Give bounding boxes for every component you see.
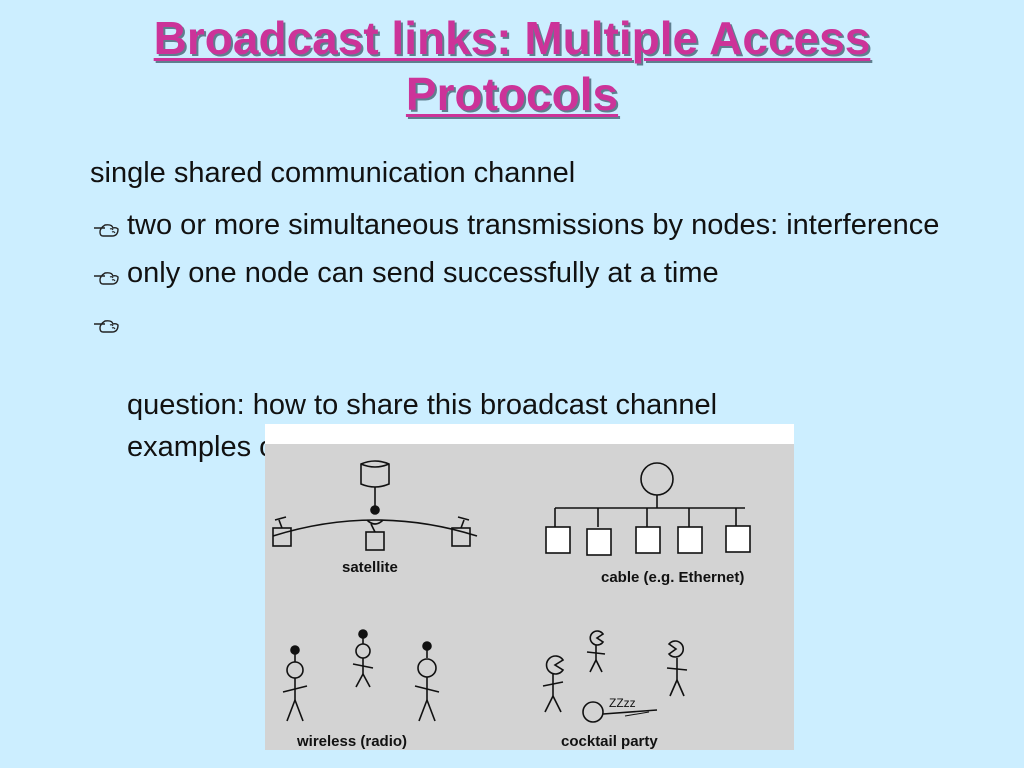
slide-title-line-2: Protocols xyxy=(405,68,619,120)
cocktail-party-label: cocktail party xyxy=(561,733,658,750)
dish-antenna-center-icon xyxy=(366,519,384,533)
wireless-label: wireless (radio) xyxy=(296,733,407,750)
wireless-person xyxy=(414,641,440,722)
bullet-item: only one node can send successfully at a… xyxy=(90,252,970,294)
pointing-hand-icon xyxy=(94,320,119,333)
server-node xyxy=(640,462,674,496)
pointing-hand-icon xyxy=(94,272,119,285)
cable-label: cable (e.g. Ethernet) xyxy=(601,569,744,586)
ethernet-host xyxy=(586,528,612,556)
bullet-text: two or more simultaneous transmissions b… xyxy=(127,209,940,241)
satellite-downlink-dot xyxy=(370,505,380,515)
slide-title: Broadcast links: Multiple Access Protoco… xyxy=(0,10,1024,122)
bullet-text: only one node can send successfully at a… xyxy=(127,257,719,289)
sleeping-person xyxy=(582,701,658,723)
satellite-icon xyxy=(360,460,390,488)
bullet-item: two or more simultaneous transmissions b… xyxy=(90,204,970,246)
satellite-diagram xyxy=(272,460,478,551)
ethernet-host xyxy=(545,526,571,554)
bullet-list: two or more simultaneous transmissions b… xyxy=(90,204,970,474)
wireless-person xyxy=(282,645,308,722)
party-person xyxy=(666,640,688,697)
cable-diagram xyxy=(545,462,751,556)
snore-label: ZZzz xyxy=(609,696,636,710)
slide-title-line-1: Broadcast links: Multiple Access xyxy=(153,12,871,64)
satellite-top-edge xyxy=(360,463,390,468)
party-person xyxy=(542,655,565,713)
dish-antenna-left-icon xyxy=(274,516,287,529)
wireless-diagram xyxy=(282,629,440,722)
ethernet-host xyxy=(677,526,703,554)
ethernet-host xyxy=(635,526,661,554)
ground-station-center xyxy=(365,531,385,551)
dish-antenna-right-icon xyxy=(457,516,470,529)
ethernet-host xyxy=(725,525,751,553)
figure-top-strip xyxy=(265,424,794,444)
multiple-access-figure: satellite cable (e.g. Ethernet) wireless… xyxy=(265,424,794,750)
party-person xyxy=(586,630,606,673)
cocktail-party-diagram xyxy=(542,630,688,723)
satellite-coverage-arc xyxy=(272,519,478,537)
ground-station-left xyxy=(272,527,292,547)
pointing-hand-icon xyxy=(94,224,119,237)
wireless-person xyxy=(352,629,374,688)
intro-text: single shared communication channel xyxy=(90,157,576,189)
figure-drawing: satellite cable (e.g. Ethernet) wireless… xyxy=(272,460,751,750)
satellite-label: satellite xyxy=(342,559,398,576)
